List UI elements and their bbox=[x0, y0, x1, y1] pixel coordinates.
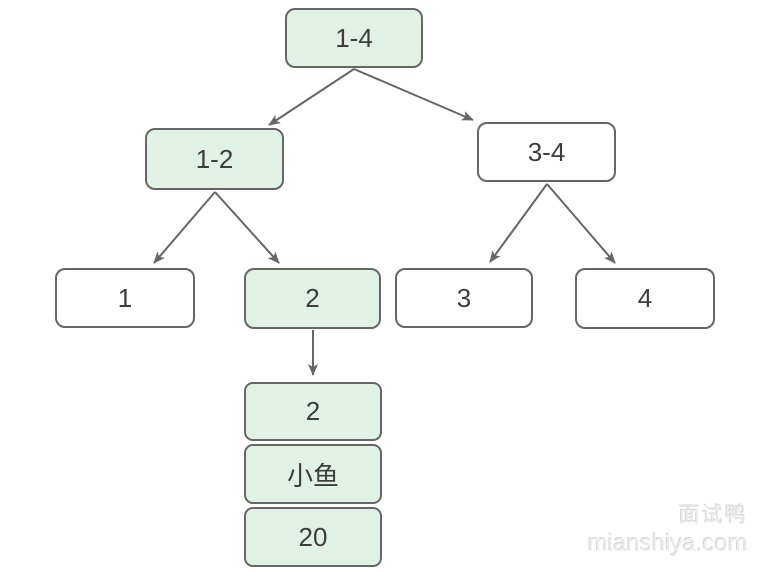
node-label: 4 bbox=[637, 283, 653, 313]
node-label: 1-2 bbox=[195, 143, 234, 174]
node-label: 3-4 bbox=[527, 136, 566, 167]
tree-node-1-4: 1-4 bbox=[285, 8, 423, 68]
detail-card-row-score: 20 bbox=[244, 507, 382, 567]
edge-root-to-3-4 bbox=[353, 68, 474, 121]
node-label: 3 bbox=[456, 282, 472, 313]
tree-leaf-4: 4 bbox=[575, 268, 715, 329]
edge-root-to-1-2 bbox=[268, 68, 355, 126]
tree-leaf-3: 3 bbox=[395, 268, 533, 328]
node-label: 1-4 bbox=[335, 22, 373, 53]
node-label: 1 bbox=[117, 282, 133, 313]
edge-1-2-to-1 bbox=[153, 191, 216, 264]
edge-3-4-to-3 bbox=[489, 183, 548, 263]
edge-3-4-to-4 bbox=[546, 183, 616, 264]
watermark-brand: 面试鸭 bbox=[679, 503, 748, 527]
detail-card-row-index: 2 bbox=[244, 382, 382, 441]
node-label: 2 bbox=[305, 283, 320, 313]
tree-node-1-2: 1-2 bbox=[145, 128, 284, 190]
watermark: 面试鸭 mianshiya.com bbox=[588, 503, 748, 559]
watermark-site: mianshiya.com bbox=[587, 530, 748, 557]
detail-row-label: 小鱼 bbox=[286, 460, 339, 491]
detail-card-row-name: 小鱼 bbox=[244, 444, 382, 504]
edge-1-2-to-2 bbox=[214, 191, 280, 264]
tree-leaf-2: 2 bbox=[244, 268, 381, 329]
detail-row-label: 2 bbox=[305, 396, 321, 426]
detail-row-label: 20 bbox=[298, 521, 328, 552]
tree-node-3-4: 3-4 bbox=[477, 122, 616, 182]
tree-leaf-1: 1 bbox=[55, 268, 195, 328]
